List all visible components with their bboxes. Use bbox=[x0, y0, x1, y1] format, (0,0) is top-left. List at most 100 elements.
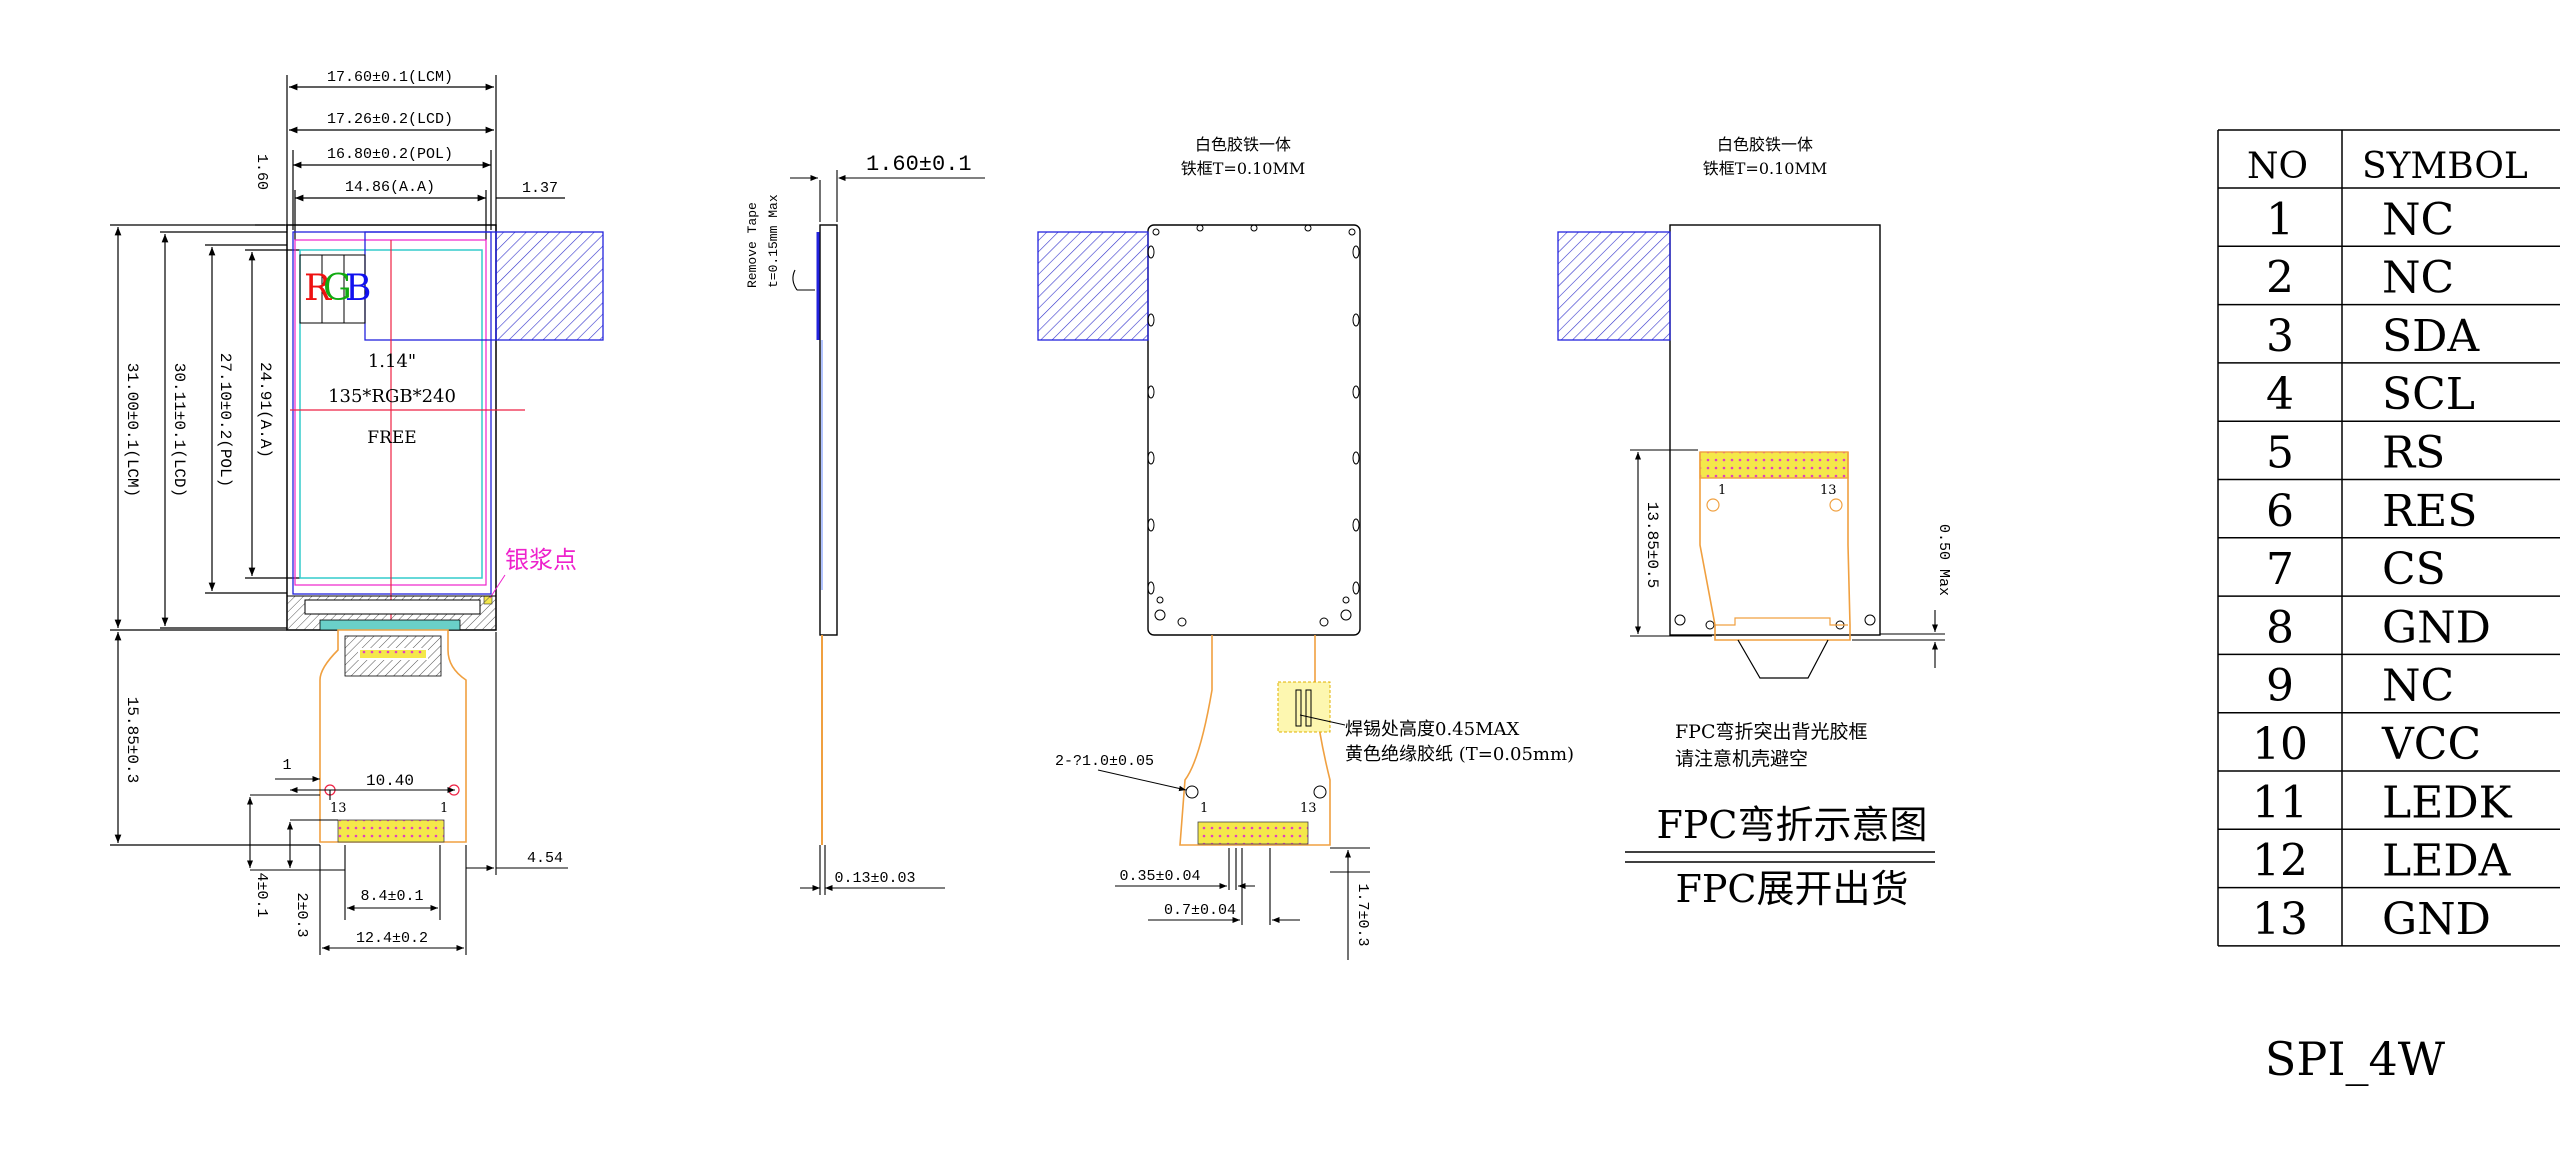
fpc-bond-strip bbox=[319, 619, 461, 631]
title-flat: FPC展开出货 bbox=[1675, 867, 1908, 911]
bent-fpc-body bbox=[1699, 452, 1851, 641]
insulation-note: 黄色绝缘胶纸 (T=0.05mm) bbox=[1345, 744, 1574, 765]
back-fpc-pins bbox=[1197, 821, 1309, 845]
free-label: FREE bbox=[367, 428, 416, 448]
pad-one-label: 1 bbox=[282, 757, 291, 774]
hole-label: 2-?1.0±0.05 bbox=[1055, 753, 1154, 770]
fpc-length-label: 15.85±0.3 bbox=[123, 697, 141, 783]
pin-number: 13 bbox=[2252, 894, 2308, 945]
height-lcd-label: 30.11±0.1(LCD) bbox=[170, 363, 188, 497]
pin-number: 4 bbox=[2266, 369, 2294, 420]
front-pin1-label: 1 bbox=[440, 801, 448, 816]
fpc-label-pad bbox=[360, 650, 426, 658]
size-label: 1.14" bbox=[368, 351, 416, 372]
bent-fpc-pins bbox=[1699, 451, 1849, 479]
bent-fpc-hatch bbox=[1557, 231, 1671, 341]
pin-number: 10 bbox=[2252, 719, 2308, 770]
bent-pin13-label: 13 bbox=[1820, 483, 1837, 498]
pin-number: 9 bbox=[2266, 661, 2294, 712]
fpc-hatch-area bbox=[495, 231, 604, 341]
back-pin13-label: 13 bbox=[1300, 801, 1317, 816]
right-gap-label: 1.37 bbox=[522, 180, 558, 197]
bent-note-1: 白色胶铁一体 bbox=[1717, 135, 1813, 154]
solder-note: 焊锡处高度0.45MAX bbox=[1345, 719, 1520, 740]
fpc-offset-label: 4.54 bbox=[527, 850, 563, 867]
pin-number: 5 bbox=[2266, 428, 2294, 479]
fpc-note-2: 请注意机壳避空 bbox=[1675, 748, 1808, 770]
pin-symbol: RS bbox=[2382, 428, 2445, 479]
pin-table-grid bbox=[2217, 129, 2560, 947]
rgb-g: G bbox=[323, 268, 352, 309]
pin-number: 3 bbox=[2266, 311, 2294, 362]
pin-number: 8 bbox=[2266, 602, 2294, 653]
side-thickness-label: 1.60±0.1 bbox=[866, 152, 972, 177]
rgb-b: B bbox=[345, 268, 371, 309]
resolution-label: 135*RGB*240 bbox=[328, 386, 456, 407]
fpc-width-label: 12.4±0.2 bbox=[356, 930, 428, 947]
pitch-4-label: 4±0.1 bbox=[253, 872, 270, 917]
pin-number: 7 bbox=[2266, 544, 2294, 595]
pad-dim-1-label: 0.35±0.04 bbox=[1119, 868, 1200, 885]
bent-frame bbox=[1669, 224, 1881, 636]
pin-number: 2 bbox=[2266, 253, 2294, 304]
pin-span-label: 10.40 bbox=[366, 772, 414, 790]
bent-fold bbox=[1737, 639, 1829, 679]
max-offset-label: 0.50 Max bbox=[1935, 524, 1952, 596]
table-header-no: NO bbox=[2247, 146, 2308, 187]
bent-dims bbox=[1630, 449, 1945, 668]
pad-width-label: 8.4±0.1 bbox=[360, 888, 423, 905]
remove-tape-label-2: t=0.15mm Max bbox=[766, 194, 781, 288]
height-pol-label: 27.10±0.2(POL) bbox=[216, 353, 234, 487]
back-note-2: 铁框T=0.10MM bbox=[1181, 159, 1305, 178]
pin-number: 1 bbox=[2266, 194, 2294, 245]
rgb-box bbox=[299, 254, 366, 324]
height-lcm-label: 31.00±0.1(LCM) bbox=[123, 363, 141, 497]
pin-symbol: NC bbox=[2382, 194, 2454, 245]
fpc-overlay-outline bbox=[364, 231, 497, 341]
width-aa-label: 14.86(A.A) bbox=[345, 179, 435, 196]
top-gap-label: 1.60 bbox=[253, 154, 270, 190]
ic-strip bbox=[304, 599, 481, 615]
bent-pin1-label: 1 bbox=[1718, 483, 1726, 498]
insulation-tape bbox=[1277, 681, 1331, 733]
title-bent: FPC弯折示意图 bbox=[1656, 803, 1927, 847]
pin-symbol: SDA bbox=[2382, 311, 2480, 362]
back-pin1-label: 1 bbox=[1200, 801, 1208, 816]
back-frame-holes bbox=[1147, 224, 1360, 627]
fpc-dims bbox=[246, 632, 568, 955]
pin-symbol: VCC bbox=[2381, 719, 2481, 770]
back-pad-dims bbox=[1115, 847, 1370, 960]
bend-height-label: 13.85±0.5 bbox=[1643, 502, 1661, 588]
side-view: 1.60±0.1 Remove Tape t=0.15mm Max 0.13±0… bbox=[745, 152, 985, 895]
back-frame bbox=[1147, 224, 1361, 636]
pin-symbol: GND bbox=[2382, 894, 2491, 945]
fpc-note-1: FPC弯折突出背光胶框 bbox=[1675, 721, 1868, 743]
pin-symbol: NC bbox=[2382, 661, 2454, 712]
pin-symbol: SCL bbox=[2382, 369, 2475, 420]
pin-number: 12 bbox=[2252, 836, 2308, 887]
pin-symbol: RES bbox=[2382, 486, 2477, 537]
tail-dim-label: 1.7±0.3 bbox=[1354, 883, 1371, 946]
pin-number: 6 bbox=[2266, 486, 2294, 537]
back-note-1: 白色胶铁一体 bbox=[1195, 135, 1291, 154]
width-lcd-label: 17.26±0.2(LCD) bbox=[327, 111, 453, 128]
back-fpc-hatch bbox=[1037, 231, 1149, 341]
side-body bbox=[819, 224, 838, 636]
front-height-dims bbox=[110, 224, 320, 846]
table-header-symbol: SYMBOL bbox=[2362, 146, 2528, 187]
bent-view: 白色胶铁一体 铁框T=0.10MM 1 13 13.85±0.5 0.50 Ma… bbox=[1557, 135, 1952, 911]
bent-note-2: 铁框T=0.10MM bbox=[1703, 159, 1827, 178]
interface-label: SPI_4W bbox=[2265, 1032, 2446, 1086]
height-aa-label: 24.91(A.A) bbox=[256, 362, 274, 458]
front-view: 17.60±0.1(LCM) 17.26±0.2(LCD) 16.80±0.2(… bbox=[110, 69, 604, 955]
pad-dim-2-label: 0.7±0.04 bbox=[1164, 902, 1236, 919]
pin-symbol: LEDK bbox=[2382, 777, 2513, 828]
width-pol-label: 16.80±0.2(POL) bbox=[327, 146, 453, 163]
silver-paste-label: 银浆点 bbox=[505, 546, 577, 574]
rgb-r: R bbox=[304, 268, 332, 309]
pin-symbol: CS bbox=[2382, 544, 2446, 595]
width-lcm-label: 17.60±0.1(LCM) bbox=[327, 69, 453, 86]
